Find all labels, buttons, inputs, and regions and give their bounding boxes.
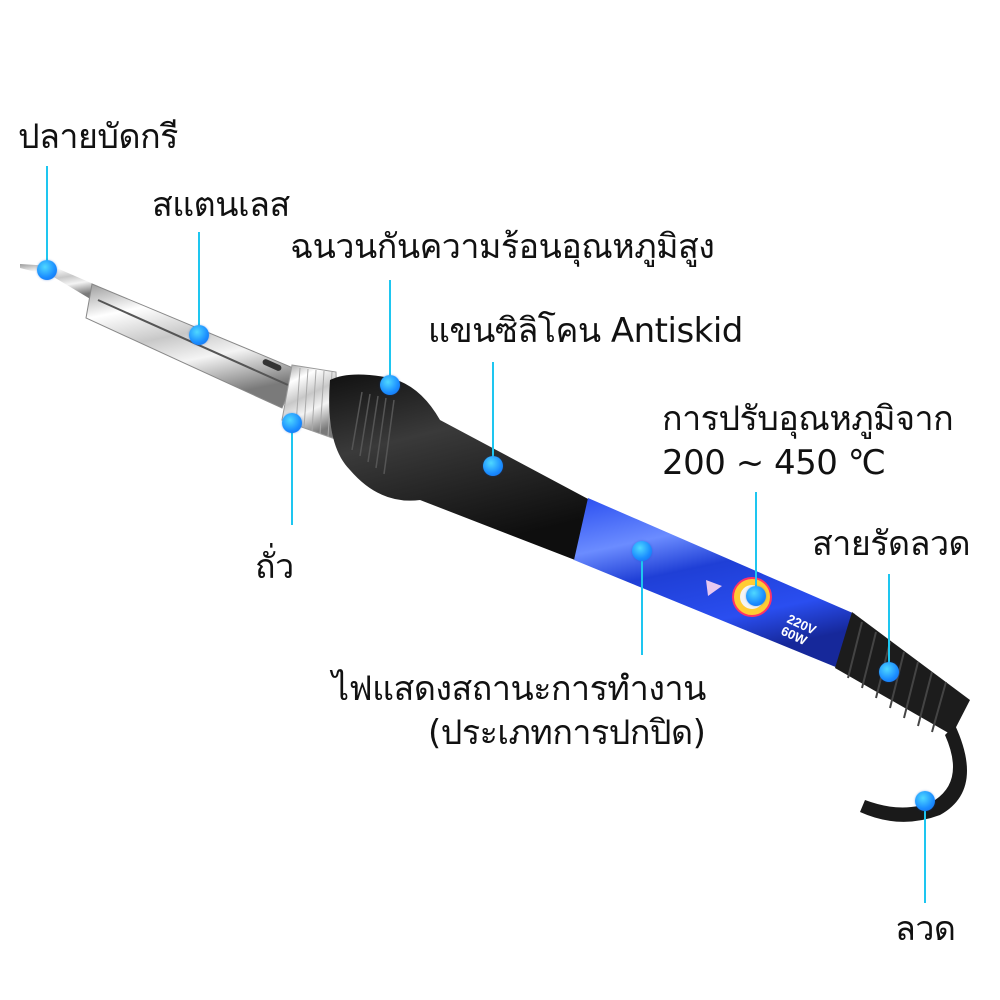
leader-line-wire xyxy=(924,803,926,903)
leader-line-status-light xyxy=(641,552,643,655)
callout-dot-wire xyxy=(915,791,935,811)
callout-dot-tip xyxy=(37,260,57,280)
label-solder-tip: ปลายบัดกรี xyxy=(18,117,178,157)
power-cable xyxy=(860,725,967,822)
strain-relief xyxy=(835,612,970,735)
label-status-light: ไฟแสดงสถานะการทำงาน xyxy=(332,669,706,709)
leader-line-stainless xyxy=(198,232,200,333)
solder-tip xyxy=(20,264,98,300)
callout-dot-status-light xyxy=(632,541,652,561)
leader-line-tip xyxy=(46,166,48,268)
callout-dot-wire-clamp xyxy=(879,662,899,682)
leader-line-temperature-adjust xyxy=(755,492,757,594)
label-silicone-handle: แขนซิลิโคน Antiskid xyxy=(428,311,743,351)
label-heat-insulation: ฉนวนกันความร้อนอุณหภูมิสูง xyxy=(290,227,715,267)
label-wire-clamp: สายรัดลวด xyxy=(812,524,971,564)
callout-dot-silicone-handle xyxy=(483,456,503,476)
callout-dot-stainless xyxy=(189,325,209,345)
callout-dot-temperature-adjust xyxy=(746,586,766,606)
label-temperature-range: 200 ~ 450 ℃ xyxy=(662,443,886,483)
label-nut: ถั่ว xyxy=(255,547,294,587)
label-status-light-type: (ประเภทการปกปิด) xyxy=(428,713,706,753)
callout-dot-heat-insulation xyxy=(380,375,400,395)
leader-line-silicone-handle xyxy=(492,362,494,464)
callout-dot-nut xyxy=(282,413,302,433)
leader-line-nut xyxy=(291,425,293,525)
arrow-marker xyxy=(706,580,722,596)
black-grip xyxy=(329,374,590,560)
label-wire: ลวด xyxy=(895,909,956,949)
label-temperature-adjust: การปรับอุณหภูมิจาก xyxy=(662,399,954,439)
leader-line-wire-clamp xyxy=(888,574,890,670)
label-stainless: สแตนเลส xyxy=(152,185,290,225)
leader-line-heat-insulation xyxy=(389,280,391,383)
stainless-barrel xyxy=(85,283,299,409)
